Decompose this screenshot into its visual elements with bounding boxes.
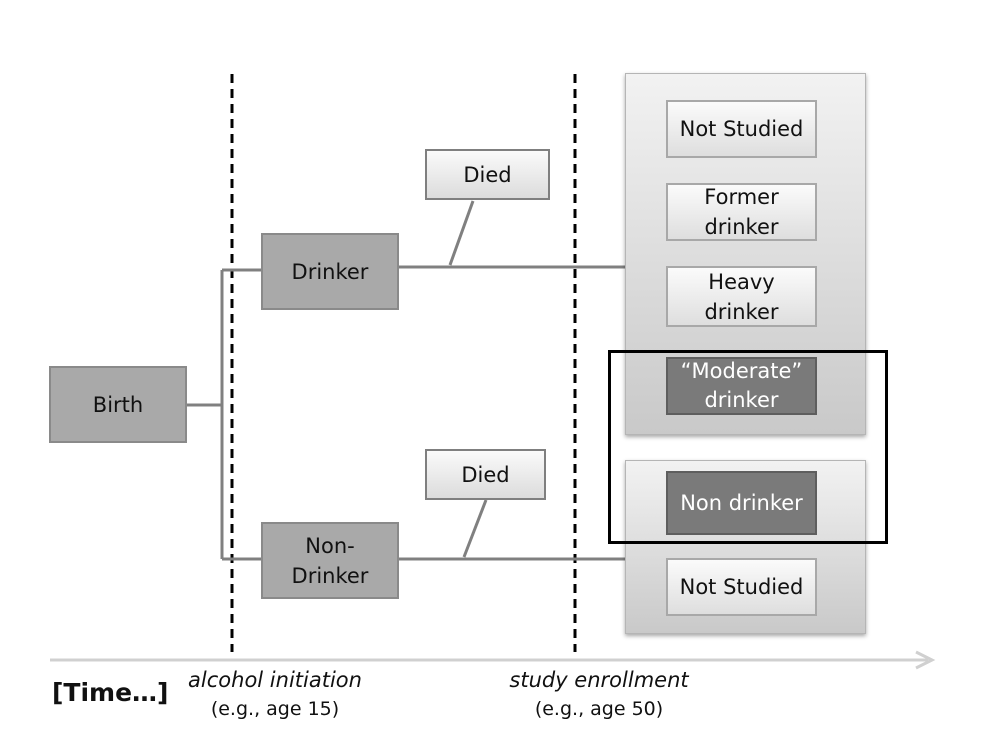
drinker-label: Drinker	[291, 259, 369, 284]
former-drinker-line2: drinker	[704, 215, 779, 239]
former-drinker-box: Former drinker	[666, 183, 817, 241]
birth-node: Birth	[49, 366, 187, 443]
non-drinker-outcome-box: Non drinker	[666, 471, 817, 535]
time-axis-arrowhead	[915, 650, 936, 670]
died-upper-label: Died	[463, 162, 512, 187]
moderate-drinker-box: “Moderate” drinker	[666, 357, 817, 415]
non-drinker-node: Non- Drinker	[261, 522, 399, 599]
moderate-drinker-line1: “Moderate”	[680, 359, 803, 383]
lower-not-studied-label: Not Studied	[679, 575, 804, 599]
died-lower-node: Died	[425, 449, 546, 500]
drinker-died-connector	[448, 200, 475, 266]
heavy-drinker-line2: drinker	[704, 299, 779, 324]
comparison-highlight-frame	[608, 350, 888, 544]
heavy-drinker-box: Heavy drinker	[666, 266, 817, 327]
alcohol-initiation-label: alcohol initiation	[188, 668, 362, 692]
upper-not-studied-box: Not Studied	[666, 100, 817, 158]
upper-not-studied-label: Not Studied	[679, 117, 804, 141]
non-drinker-label-line1: Non-	[305, 533, 355, 558]
non-drinker-died-connector	[462, 499, 488, 558]
drinker-node: Drinker	[261, 233, 399, 310]
time-label: [Time…]	[52, 678, 169, 707]
former-drinker-line1: Former	[704, 185, 779, 209]
non-drinker-outcome-label: Non drinker	[680, 491, 803, 515]
lower-not-studied-box: Not Studied	[666, 558, 817, 616]
died-lower-label: Died	[461, 462, 510, 487]
moderate-drinker-line2: drinker	[704, 388, 779, 412]
heavy-drinker-line1: Heavy	[708, 269, 775, 294]
study-enrollment-label: study enrollment	[509, 668, 689, 692]
died-upper-node: Died	[425, 149, 550, 200]
birth-label: Birth	[92, 392, 144, 417]
study-enrollment-age: (e.g., age 50)	[534, 698, 664, 720]
non-drinker-label-line2: Drinker	[291, 563, 369, 588]
alcohol-initiation-age: (e.g., age 15)	[210, 698, 340, 720]
